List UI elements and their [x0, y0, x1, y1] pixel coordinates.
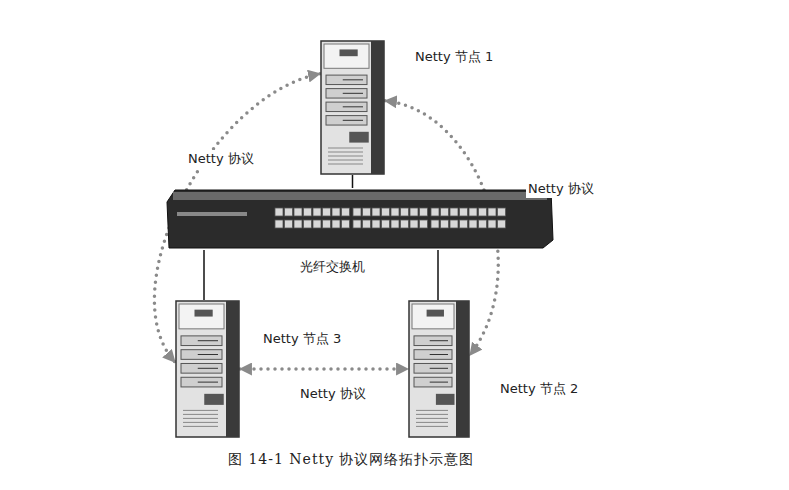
switch-icon [167, 190, 553, 248]
server-icon [409, 301, 469, 437]
cable-line [352, 175, 354, 188]
server-shape [408, 300, 470, 438]
cable-line [437, 250, 439, 300]
link-label: Netty 协议 [186, 150, 256, 168]
node-label: Netty 节点 3 [263, 330, 341, 348]
server-shape [320, 40, 385, 175]
figure-caption: 图 14-1 Netty 协议网络拓扑示意图 [228, 451, 475, 469]
protocol-link [240, 367, 408, 371]
server-icon [321, 41, 384, 174]
server-node: Netty 节点 2 [408, 300, 470, 438]
server-shape [175, 300, 240, 438]
node-label: Netty 节点 1 [415, 48, 493, 66]
cable-line [203, 250, 205, 300]
server-node: Netty 节点 3 [175, 300, 240, 438]
node-label: 光纤交换机 [300, 258, 365, 276]
protocol-link [385, 101, 498, 355]
link-label: Netty 协议 [526, 180, 596, 198]
switch-shape [165, 188, 555, 250]
switch-node: 光纤交换机 [165, 188, 555, 250]
server-node: Netty 节点 1 [320, 40, 385, 175]
link-label: Netty 协议 [298, 385, 368, 403]
server-icon [176, 301, 239, 437]
node-label: Netty 节点 2 [500, 380, 578, 398]
